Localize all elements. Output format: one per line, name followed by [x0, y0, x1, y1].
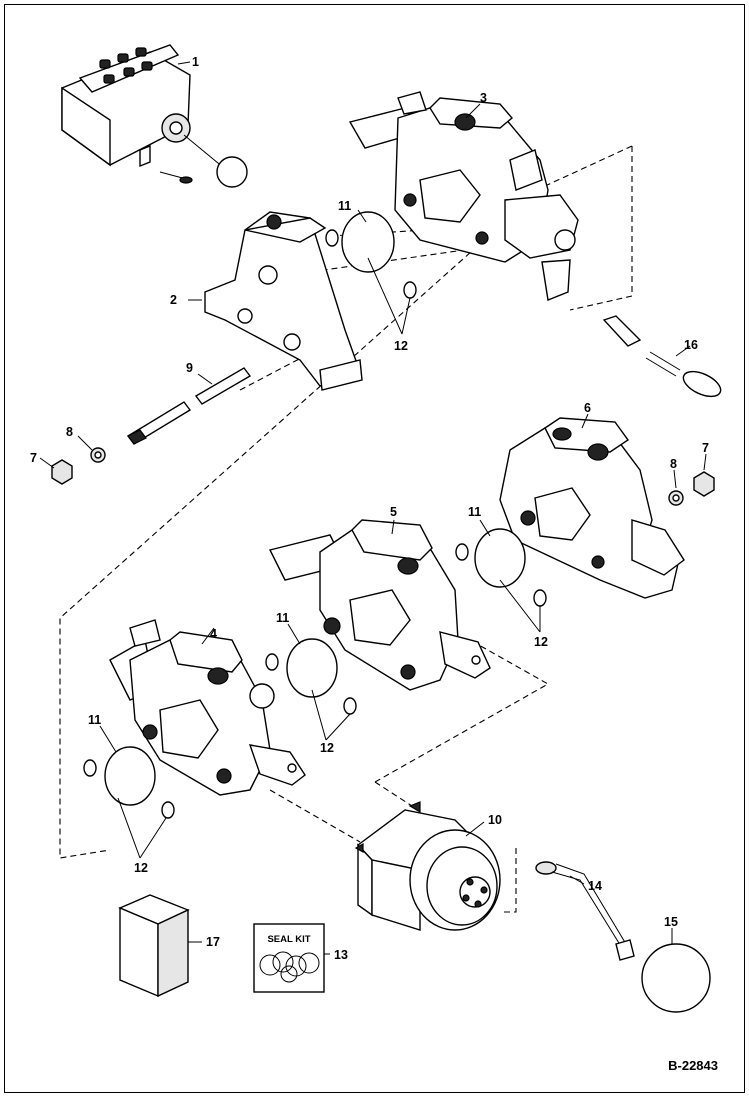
callout-1: 1: [192, 55, 199, 69]
callout-3: 3: [480, 91, 487, 105]
callout-9: 9: [186, 361, 193, 375]
parts-box-17: [118, 894, 190, 998]
callout-13: 13: [334, 948, 348, 962]
callout-12-b: 12: [534, 635, 548, 649]
tie-rod-hardware-left: [51, 367, 252, 485]
callout-4: 4: [210, 627, 217, 641]
drawing-reference-code: B-22843: [668, 1058, 718, 1073]
outlet-section-6: [499, 417, 685, 599]
seal-kit-13: SEAL KIT: [253, 923, 325, 993]
work-section-4: [109, 619, 306, 796]
inlet-section-3: [348, 91, 579, 301]
callout-15: 15: [664, 915, 678, 929]
assembly-line-lower: [269, 639, 550, 913]
callout-12-d: 12: [134, 861, 148, 875]
callout-12-a: 12: [394, 339, 408, 353]
leader-lines: [39, 61, 707, 955]
callout-7-left: 7: [30, 451, 37, 465]
seal-o-rings: [83, 211, 547, 819]
callout-8-right: 8: [670, 457, 677, 471]
lever-16: [602, 315, 722, 398]
callout-17: 17: [206, 935, 220, 949]
seal-kit-label: SEAL KIT: [267, 934, 310, 945]
callout-2: 2: [170, 293, 177, 307]
callout-11-c: 11: [276, 611, 289, 625]
callout-11-d: 11: [88, 713, 101, 727]
callout-8-left: 8: [66, 425, 73, 439]
callout-5: 5: [390, 505, 397, 519]
control-valve-assembly: [61, 44, 248, 188]
diagram-frame: [4, 4, 745, 1093]
callout-7-right: 7: [702, 441, 709, 455]
callout-16: 16: [684, 338, 698, 352]
tie-rod-hardware-right: [668, 471, 715, 506]
end-plate-2: [204, 211, 363, 391]
callout-6: 6: [584, 401, 591, 415]
callout-10: 10: [488, 813, 502, 827]
work-section-5: [268, 519, 491, 691]
callout-12-c: 12: [320, 741, 334, 755]
control-handle-14: [535, 861, 635, 961]
callout-11-a: 11: [338, 199, 351, 213]
callout-11-b: 11: [468, 505, 481, 519]
handle-knob-15: [641, 943, 711, 1013]
callout-14: 14: [588, 879, 602, 893]
detent-cap-10: [354, 801, 501, 931]
assembly-line-upper: [59, 145, 633, 859]
